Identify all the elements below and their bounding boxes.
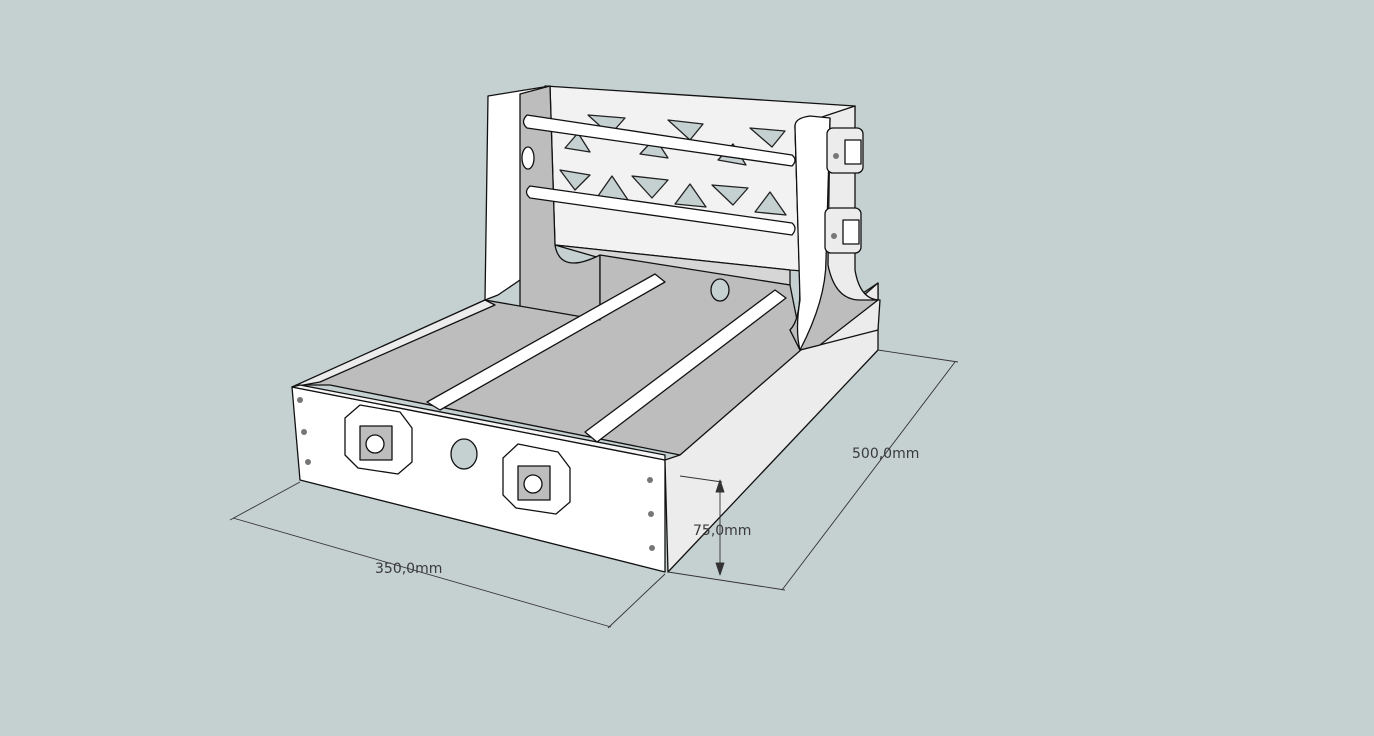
depth-dimension-label: 500,0mm	[852, 446, 920, 462]
height-dimension-label: 75,0mm	[693, 523, 752, 539]
left-side-plate	[484, 85, 601, 321]
linear-rods	[426, 114, 796, 443]
dimension-lines	[229, 349, 959, 629]
width-dimension-label: 350,0mm	[375, 561, 443, 577]
bearing-blocks	[344, 127, 864, 515]
screw-holes	[297, 153, 839, 551]
